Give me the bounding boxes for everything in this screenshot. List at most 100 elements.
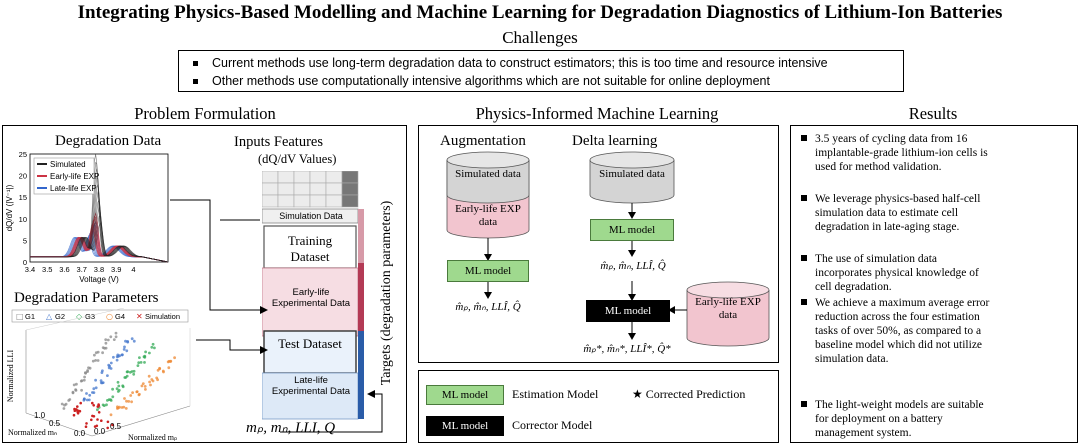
flow-arrows-left xyxy=(170,199,383,433)
scatter-point xyxy=(80,388,83,392)
scatter-point xyxy=(123,345,126,349)
arrow-head xyxy=(668,306,675,314)
scatter-point-simulation xyxy=(96,405,100,408)
scatter-point xyxy=(60,402,64,406)
scatter-point xyxy=(129,394,133,397)
late-life-text: Late-life Experimental Data xyxy=(271,375,351,397)
scatter-point xyxy=(132,369,136,373)
x-tick-label: 3.4 xyxy=(25,265,35,274)
feature-cell xyxy=(309,171,327,184)
scatter-point xyxy=(116,380,120,384)
early-life-block xyxy=(262,267,359,337)
piml-legend-panel xyxy=(418,370,779,443)
scatter-point xyxy=(155,376,159,380)
delta-ml-model: ML model xyxy=(590,219,674,241)
scatter-point xyxy=(118,354,122,358)
scatter-point-simulation xyxy=(79,401,82,405)
scatter-point xyxy=(122,405,126,409)
scatter-point xyxy=(87,398,91,402)
result-item: 3.5 years of cycling data from 16 implan… xyxy=(801,132,1067,174)
scatter-point-simulation xyxy=(97,411,101,414)
legend-label: G1 xyxy=(25,312,35,321)
delta-corrected-output: m̂ₚ*, m̂ₙ*, LLÎ*, Q̂* xyxy=(583,343,671,355)
scatter-point xyxy=(84,371,87,375)
scatter-point-simulation xyxy=(90,418,93,422)
aug-output: m̂ₚ, m̂ₙ, LLÎ, Q̂ xyxy=(455,301,521,313)
y-tick-label: 25 xyxy=(19,150,27,159)
scatter-point xyxy=(143,361,146,364)
feature-cell xyxy=(262,171,279,184)
scatter-point xyxy=(151,379,155,383)
delta-sim-text: Simulated data xyxy=(599,168,665,180)
scatter-point xyxy=(124,407,128,410)
scatter-point xyxy=(144,388,147,391)
legend-ml-green: ML model xyxy=(426,385,504,405)
scatter-point xyxy=(94,359,97,362)
delta-cylinder xyxy=(589,160,675,204)
scatter-point xyxy=(115,358,119,362)
scatter-point xyxy=(121,353,124,357)
scatter-point-simulation xyxy=(84,425,88,428)
x-tick: 0.0 xyxy=(94,427,106,436)
scatter-point-simulation xyxy=(92,404,95,407)
scatter-point xyxy=(82,397,86,401)
scatter-point xyxy=(75,382,78,386)
arrow-line xyxy=(196,339,260,351)
x-tick-label: 3.5 xyxy=(42,265,52,274)
delta-exp-text: Early-life EXP data xyxy=(695,296,761,321)
scatter-point xyxy=(127,400,131,403)
scatter-point xyxy=(149,383,152,387)
scatter-point xyxy=(67,399,71,402)
scatter-point xyxy=(99,379,103,382)
arrow-head xyxy=(628,333,636,340)
late-life-block xyxy=(262,372,359,420)
scatter-point xyxy=(138,356,141,359)
scatter-point xyxy=(109,335,113,339)
scatter-point-simulation xyxy=(76,412,80,415)
scatter-point xyxy=(106,399,109,402)
scatter-point xyxy=(143,385,147,388)
scatter-point-simulation xyxy=(77,409,80,413)
scatter-point xyxy=(130,337,134,341)
scatter-point xyxy=(132,339,136,343)
problem-panel xyxy=(2,125,407,443)
challenges-heading: Challenges xyxy=(502,28,578,47)
scatter-legend-items: □G1△G2◇G3○G4✕Simulation xyxy=(16,312,180,321)
dqdv-curves xyxy=(30,153,169,263)
arrow-head xyxy=(628,212,636,219)
scatter-point-simulation xyxy=(72,413,76,417)
scatter-point xyxy=(136,364,140,367)
scatter-point xyxy=(74,389,78,392)
y-tick-label: 10 xyxy=(19,215,27,224)
legend-late: Late-life EXP xyxy=(50,184,97,193)
legend-early: Early-life EXP xyxy=(50,172,99,181)
y-axis-label-3d: Normalized mₙ xyxy=(8,428,57,437)
legend-marker: △ xyxy=(46,312,53,321)
late-life-stripe xyxy=(358,331,364,419)
bullet-icon xyxy=(801,195,807,201)
scatter-point xyxy=(114,335,118,339)
legend-marker: ◇ xyxy=(76,312,83,321)
scatter-point xyxy=(91,359,95,363)
test-dataset-text: Test Dataset xyxy=(278,336,342,351)
scatter-point xyxy=(62,407,66,410)
feature-cell xyxy=(325,171,343,184)
result-item: We leverage physics-based half-cell simu… xyxy=(801,192,1067,234)
scatter-point xyxy=(80,379,84,383)
scatter-point xyxy=(109,398,112,401)
y-axis xyxy=(25,412,93,437)
scatter-point-simulation xyxy=(91,401,94,405)
scatter-point xyxy=(147,374,151,378)
scatter-point xyxy=(131,391,134,394)
scatter-point xyxy=(85,392,88,395)
params-3d-chart: □G1△G2◇G3○G4✕Simulation Normalized LLI N… xyxy=(6,308,191,442)
scatter-point xyxy=(101,351,104,355)
scatter-point xyxy=(107,366,111,370)
x-tick: 0.5 xyxy=(110,422,122,431)
result-item: We achieve a maximum average error reduc… xyxy=(801,296,1067,366)
dqdv-series-line xyxy=(30,222,169,263)
scatter-point xyxy=(94,351,98,355)
scatter-point xyxy=(125,374,129,378)
scatter-point xyxy=(125,349,129,353)
